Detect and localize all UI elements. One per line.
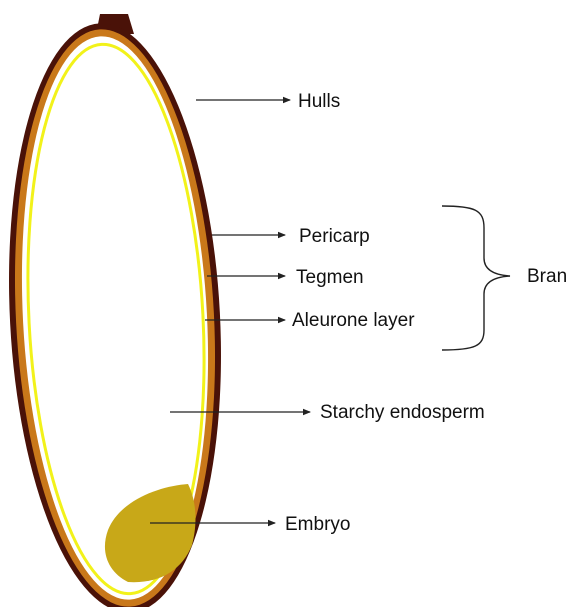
label-pericarp: Pericarp — [299, 226, 370, 247]
label-starchy-endosperm: Starchy endosperm — [320, 402, 485, 423]
label-aleurone-layer: Aleurone layer — [292, 310, 415, 331]
label-bran: Bran — [527, 266, 567, 287]
bran-brace — [442, 206, 510, 350]
grain — [0, 14, 235, 607]
label-hulls: Hulls — [298, 91, 340, 112]
label-embryo: Embryo — [285, 514, 350, 535]
label-tegmen: Tegmen — [296, 267, 364, 288]
